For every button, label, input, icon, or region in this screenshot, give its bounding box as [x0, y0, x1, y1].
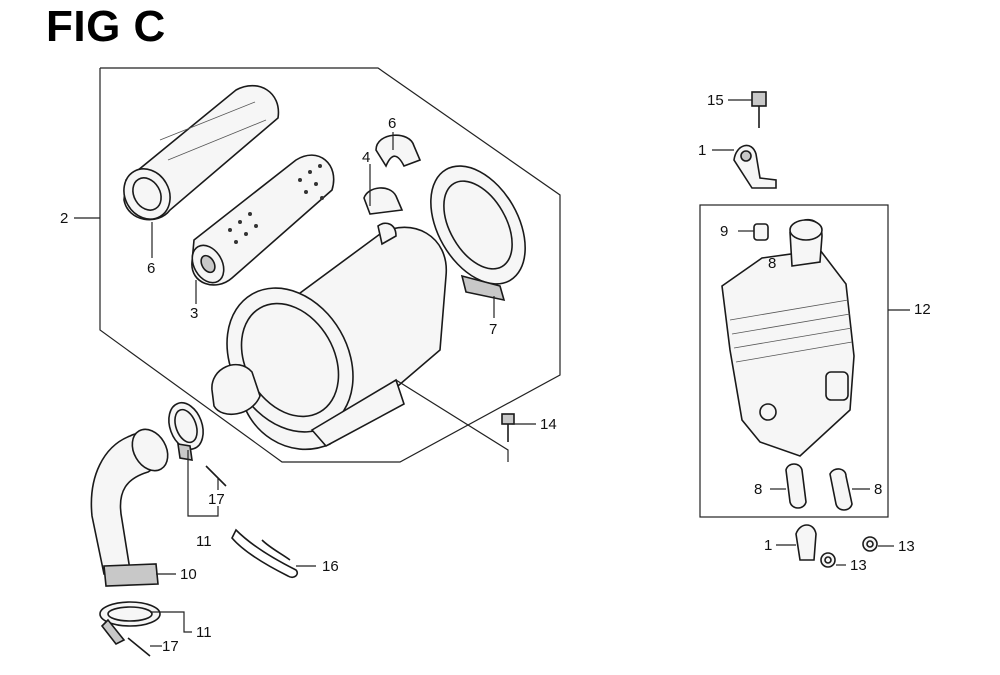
callout-8-right-tube: 8: [874, 481, 882, 498]
figure-title: FIG C: [46, 2, 166, 51]
callout-11-lower: 11: [196, 624, 212, 641]
intake-hose-part: [90, 428, 169, 587]
callout-17-upper: 17: [208, 491, 225, 508]
outer-element-part: [123, 84, 280, 221]
cap-9-part: [753, 223, 769, 241]
callout-3: 3: [190, 305, 198, 322]
hose-clamp-upper-part: [168, 401, 204, 461]
callout-14: 14: [540, 416, 557, 433]
callout-10: 10: [180, 566, 197, 583]
callout-6-bracket: 6: [388, 115, 396, 132]
breather-tank-part: [721, 218, 855, 457]
callout-6-outer-element: 6: [147, 260, 155, 277]
air-cleaner-case-part: [211, 222, 447, 450]
callout-8-left-tube: 8: [754, 481, 762, 498]
hose-clamp-lower-part: [99, 601, 161, 657]
breather-bracket-lower-part: [795, 524, 817, 561]
callout-12: 12: [914, 301, 931, 318]
nut-13-upper-part: [862, 536, 878, 552]
breather-assembly-frame: [699, 204, 889, 518]
callout-1-lower: 1: [764, 537, 772, 554]
callout-1-upper: 1: [698, 142, 706, 159]
clip-16-part: [231, 528, 299, 579]
callout-9: 9: [720, 223, 728, 240]
callout-4: 4: [362, 149, 370, 166]
bolt-15-part: [751, 91, 767, 128]
bolt-14-part: [501, 413, 515, 442]
nut-13-lower-part: [820, 552, 836, 568]
tube-8-left-part: [785, 463, 807, 509]
breather-bracket-upper-part: [733, 144, 777, 189]
callout-15: 15: [707, 92, 724, 109]
tube-8-right-part: [829, 468, 853, 511]
callout-16: 16: [322, 558, 339, 575]
callout-2: 2: [60, 210, 68, 227]
air-cleaner-assembly-frame: [99, 67, 561, 463]
cover-ring-part: [430, 165, 526, 302]
band-bracket-part: [363, 134, 422, 215]
inner-element-part: [191, 154, 335, 286]
callout-13-upper: 13: [898, 538, 915, 555]
callout-13-lower: 13: [850, 557, 867, 574]
callout-11-upper: 11: [196, 533, 212, 550]
screw-17-upper-part: [205, 465, 227, 487]
callout-8-tank: 8: [768, 255, 776, 272]
callout-17-lower: 17: [162, 638, 179, 655]
callout-7: 7: [489, 321, 497, 338]
